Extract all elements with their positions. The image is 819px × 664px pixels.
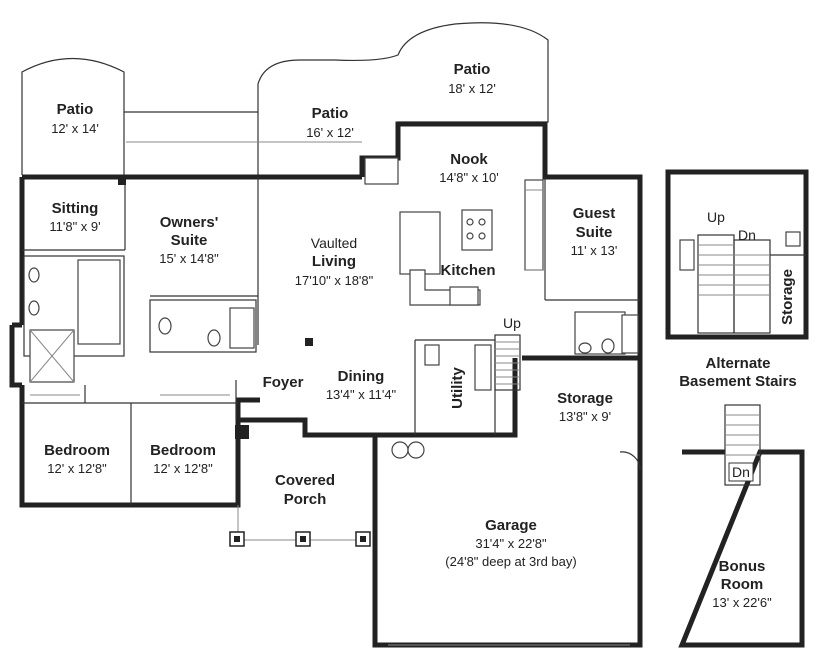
bedroom-left-name: Bedroom xyxy=(44,442,110,459)
patio-left-name: Patio xyxy=(57,101,94,118)
bonus-room-box xyxy=(678,404,805,648)
main-stairs xyxy=(494,334,521,391)
storage-name: Storage xyxy=(557,390,613,407)
alternate-stairs-box xyxy=(665,169,809,340)
garage-dim: 31'4" x 22'8" xyxy=(475,536,547,551)
nook-dim: 14'8" x 10' xyxy=(439,170,498,185)
alt-stairs-dn-label: Dn xyxy=(738,227,756,243)
basement-storage-name: Storage xyxy=(779,269,796,325)
garage-details xyxy=(388,441,641,646)
bedroom-right-dim: 12' x 12'8" xyxy=(153,461,213,476)
alt-stairs-up-label: Up xyxy=(707,209,725,225)
covered-porch xyxy=(229,505,371,547)
bonus-room-name-1: Bonus xyxy=(719,558,766,575)
sitting-dim: 11'8" x 9' xyxy=(49,219,100,234)
guest-suite-name-1: Guest xyxy=(573,205,616,222)
bedroom-left-dim: 12' x 12'8" xyxy=(47,461,107,476)
storage-dim: 13'8" x 9' xyxy=(559,409,611,424)
dining-dim: 13'4" x 11'4" xyxy=(326,387,397,402)
covered-porch-line1: Covered xyxy=(275,472,335,489)
foyer-name: Foyer xyxy=(263,374,304,391)
kitchen-name: Kitchen xyxy=(440,262,495,279)
interior-walls xyxy=(22,157,640,505)
garage-name: Garage xyxy=(485,517,537,534)
living-name: Living xyxy=(312,253,356,270)
dining-name: Dining xyxy=(338,368,385,385)
covered-porch-line2: Porch xyxy=(284,491,327,508)
patio-center-name: Patio xyxy=(312,105,349,122)
patio-center-dim: 16' x 12' xyxy=(306,125,354,140)
patio-right-name: Patio xyxy=(454,61,491,78)
main-stairs-up-label: Up xyxy=(503,315,521,331)
bonus-room-dim: 13' x 22'6" xyxy=(712,595,772,610)
alt-caption-line1: Alternate xyxy=(705,355,770,372)
guest-suite-name-2: Suite xyxy=(576,224,613,241)
bedroom-right-name: Bedroom xyxy=(150,442,216,459)
guest-suite-dim: 11' x 13' xyxy=(571,243,618,258)
room-labels: Patio 12' x 14' Patio 16' x 12' Patio 18… xyxy=(44,61,797,610)
nook-name: Nook xyxy=(450,151,488,168)
living-dim: 17'10" x 18'8" xyxy=(295,273,374,288)
bonus-room-name-2: Room xyxy=(721,576,764,593)
utility-name: Utility xyxy=(449,367,466,409)
garage-note: (24'8" deep at 3rd bay) xyxy=(445,554,576,569)
owners-suite-name-2: Suite xyxy=(171,232,208,249)
kitchen-counters xyxy=(399,179,544,306)
living-prefix: Vaulted xyxy=(311,235,357,251)
patio-left-dim: 12' x 14' xyxy=(51,121,99,136)
owners-suite-dim: 15' x 14'8" xyxy=(159,251,219,266)
owners-suite-name-1: Owners' xyxy=(160,214,219,231)
sitting-name: Sitting xyxy=(52,200,99,217)
patio-right-dim: 18' x 12' xyxy=(448,81,496,96)
bonus-stairs-dn-label: Dn xyxy=(732,464,750,480)
alt-caption-line2: Basement Stairs xyxy=(679,373,797,390)
